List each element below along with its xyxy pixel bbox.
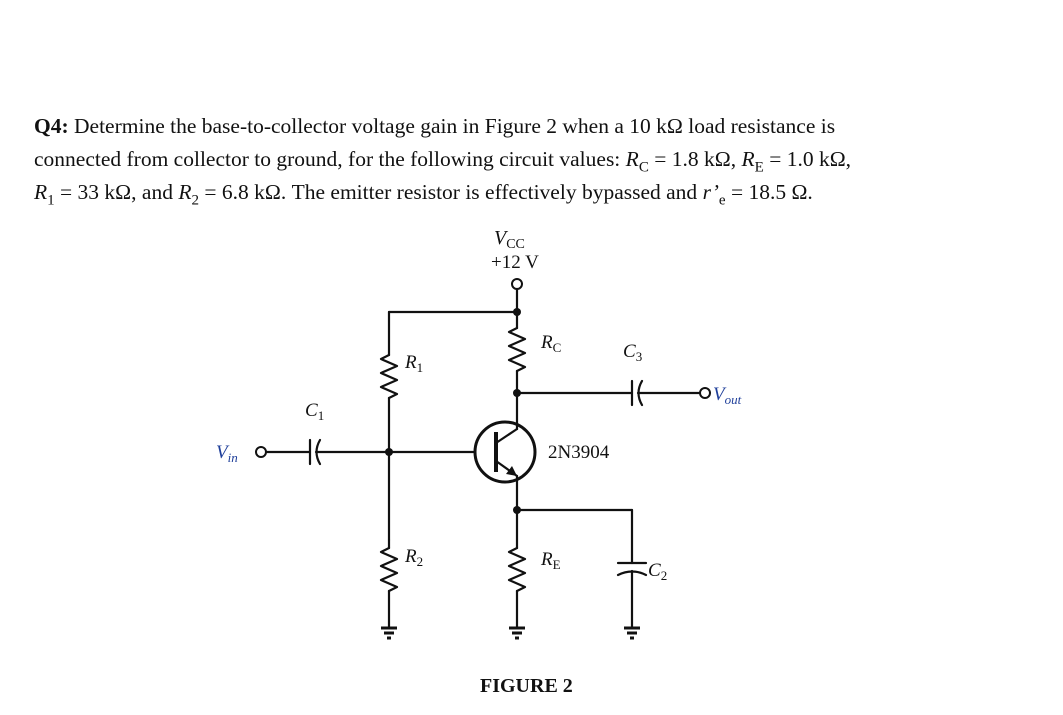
r1-label: R1 — [404, 352, 423, 375]
re-label: RE — [540, 549, 561, 572]
vin-terminal — [255, 446, 267, 458]
capacitor-c3 — [515, 379, 702, 407]
question-text-2: connected from collector to ground, for … — [34, 147, 626, 171]
transistor-label: 2N3904 — [548, 442, 610, 463]
rpe-symbol: r’ — [702, 180, 719, 204]
question-line-3: R1 = 33 kΩ, and R2 = 6.8 kΩ. The emitter… — [34, 176, 1044, 209]
ground-icon — [509, 626, 525, 640]
question-line-1: Q4: Determine the base-to-collector volt… — [34, 110, 1044, 143]
r2-subscript: 2 — [191, 192, 199, 209]
re-subscript: E — [754, 159, 764, 176]
rc-subscript: C — [638, 159, 649, 176]
vin-label: Vin — [216, 442, 238, 465]
rc-value: = 1.8 kΩ, — [648, 147, 742, 171]
resistor-r2 — [379, 538, 399, 630]
resistor-re — [507, 546, 527, 630]
r2-label: R2 — [404, 546, 423, 569]
resistor-r1 — [379, 310, 399, 542]
re-value: = 1.0 kΩ, — [763, 147, 852, 171]
c2-label: C2 — [648, 560, 667, 583]
resistor-rc — [507, 310, 527, 431]
r2-symbol: R — [178, 180, 192, 204]
c3-label: C3 — [623, 341, 642, 364]
rpe-subscript: e — [718, 192, 726, 209]
c1-label: C1 — [305, 400, 324, 423]
vout-label: Vout — [713, 384, 742, 407]
r1-symbol: R — [34, 180, 48, 204]
capacitor-c2 — [616, 508, 648, 630]
rpe-value: = 18.5 Ω. — [725, 180, 813, 204]
ground-icon — [624, 626, 640, 640]
capacitor-c1 — [264, 438, 477, 466]
question-line-2: connected from collector to ground, for … — [34, 143, 1044, 176]
r1-value: = 33 kΩ, and — [54, 180, 179, 204]
ground-icon — [381, 626, 397, 640]
question-label: Q4: — [34, 114, 69, 138]
re-symbol: R — [741, 147, 755, 171]
figure-caption: FIGURE 2 — [480, 675, 573, 697]
junction-dot-base — [385, 448, 393, 456]
question-text-1: Determine the base-to-collector voltage … — [74, 114, 836, 138]
question-text: Q4: Determine the base-to-collector volt… — [34, 110, 1044, 209]
r2-value: = 6.8 kΩ. The emitter resistor is effect… — [199, 180, 703, 204]
vout-terminal — [699, 387, 711, 399]
transistor-2n3904 — [473, 420, 537, 484]
vcc-terminal — [511, 278, 523, 314]
vcc-label: VCC — [494, 227, 525, 252]
rc-symbol: R — [625, 147, 639, 171]
vcc-value: +12 V — [491, 252, 539, 273]
rc-label: RC — [540, 332, 561, 355]
r1-subscript: 1 — [47, 192, 55, 209]
